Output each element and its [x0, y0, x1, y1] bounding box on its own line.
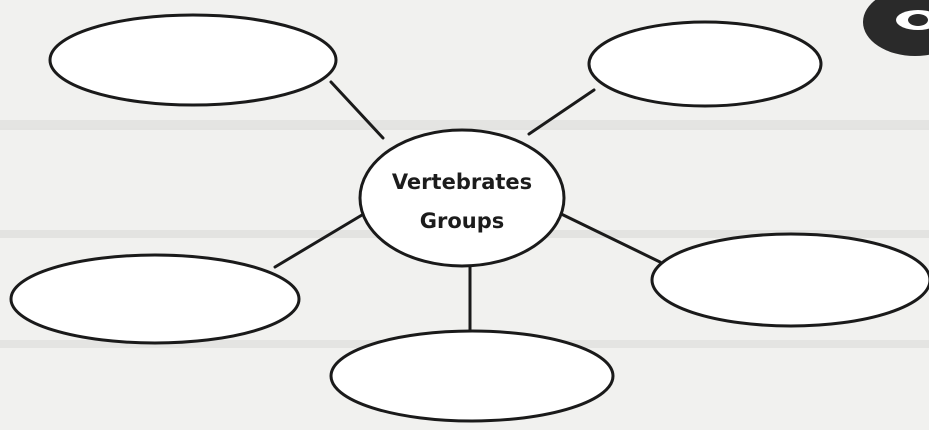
corner-logo	[863, 0, 929, 56]
connector-top-right	[527, 88, 596, 136]
bubble-bottom[interactable]	[329, 329, 615, 423]
bubble-top-right[interactable]	[587, 20, 823, 108]
center-title-line2: Groups	[420, 209, 505, 233]
bubble-top-left[interactable]	[48, 13, 338, 107]
bubble-right[interactable]	[650, 232, 929, 328]
center-node: Vertebrates Groups	[358, 128, 566, 268]
outer-bubbles	[9, 13, 929, 423]
connector-left	[273, 210, 369, 269]
center-title-line1: Vertebrates	[392, 170, 532, 194]
connector-right	[551, 208, 662, 264]
bubble-left[interactable]	[9, 253, 301, 345]
center-bubble	[358, 128, 566, 268]
connector-top-left	[329, 80, 385, 140]
